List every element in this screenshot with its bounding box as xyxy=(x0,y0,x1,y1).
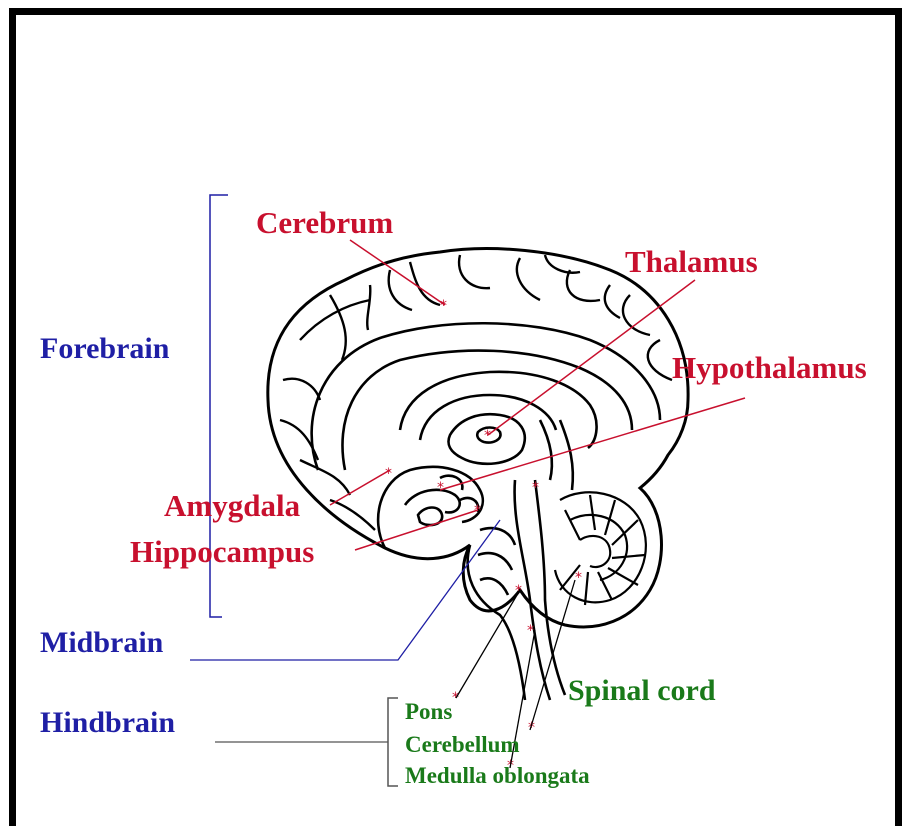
thalamus-label: Thalamus xyxy=(625,246,758,277)
svg-text:*: * xyxy=(484,428,491,444)
midbrain-label: Midbrain xyxy=(40,628,163,658)
svg-text:*: * xyxy=(440,298,447,314)
hypothalamus-label: Hypothalamus xyxy=(672,352,867,383)
svg-text:*: * xyxy=(575,570,582,586)
cerebrum-label: Cerebrum xyxy=(256,207,393,238)
forebrain-label: Forebrain xyxy=(40,334,169,364)
svg-text:*: * xyxy=(474,503,481,519)
svg-text:*: * xyxy=(532,480,539,496)
amygdala-label: Amygdala xyxy=(164,490,300,521)
svg-text:*: * xyxy=(527,623,534,639)
medulla-oblongata-label: Medulla oblongata xyxy=(405,764,590,787)
svg-text:*: * xyxy=(385,466,392,482)
hindbrain-bracket xyxy=(388,698,398,786)
svg-text:*: * xyxy=(528,720,535,736)
svg-text:*: * xyxy=(437,480,444,496)
spinal-cord-label: Spinal cord xyxy=(568,676,716,706)
pons-label: Pons xyxy=(405,700,452,723)
hindbrain-label: Hindbrain xyxy=(40,708,175,738)
svg-text:*: * xyxy=(452,690,459,706)
cerebellum-label: Cerebellum xyxy=(405,733,520,756)
hippocampus-label: Hippocampus xyxy=(130,536,314,567)
